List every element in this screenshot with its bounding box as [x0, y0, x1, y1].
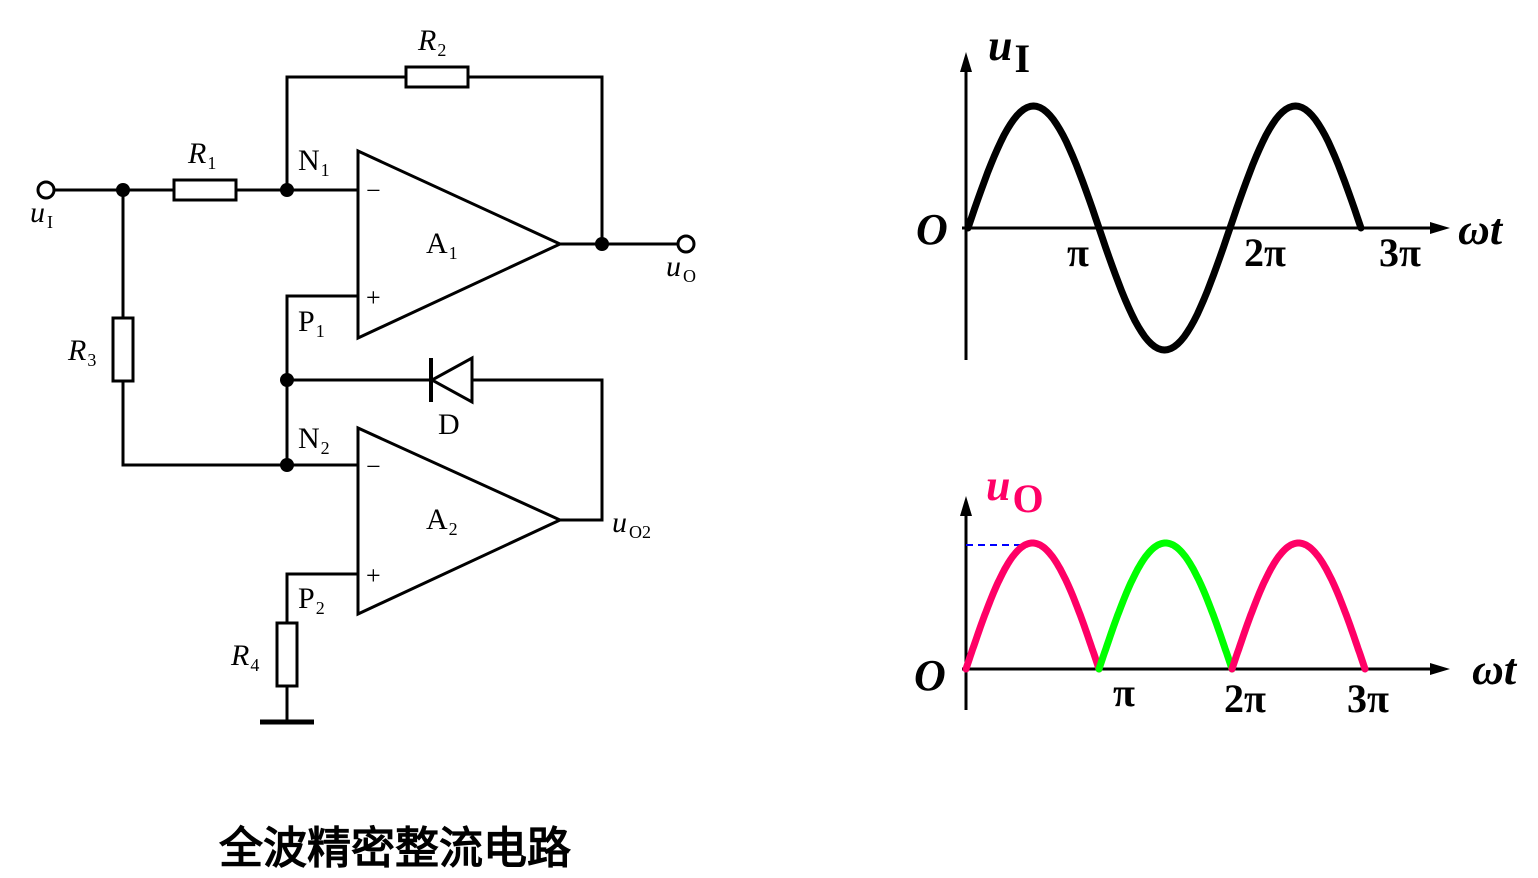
rectified-hump-1: [962, 539, 1103, 673]
opamp-a1: [356, 148, 564, 341]
tick-label: 3π: [1347, 676, 1389, 721]
tick-label: π: [1067, 230, 1089, 275]
diode-symbol: [428, 355, 474, 405]
x-axis-label: ωt: [1472, 645, 1518, 694]
label-n2: N2: [298, 422, 330, 458]
a1-minus-sign: −: [366, 176, 381, 205]
junction-dot: [280, 183, 294, 197]
label-r4: R4: [230, 639, 259, 675]
label-p1: P1: [298, 305, 325, 341]
y-axis-arrow: [960, 52, 972, 72]
x-axis-label: ωt: [1458, 205, 1504, 254]
p1-n2-wire: [285, 294, 358, 465]
resistor-r1: [172, 178, 238, 202]
tick-label: 2π: [1224, 676, 1266, 721]
circuit: [36, 65, 696, 725]
label-n1: N1: [298, 144, 330, 180]
x-axis-arrow: [1430, 222, 1450, 234]
label-r2: R2: [417, 24, 446, 60]
x-axis-arrow: [1430, 663, 1450, 675]
junction-dot: [280, 458, 294, 472]
waveform-input: uI ωt O π 2π 3π: [916, 21, 1504, 360]
rectified-hump-2: [1095, 539, 1236, 673]
p2-wire: [285, 572, 358, 623]
a2-plus-sign: +: [366, 561, 381, 590]
a1-plus-sign: +: [366, 283, 381, 312]
y-axis-arrow: [960, 496, 972, 516]
label-p2: P2: [298, 582, 325, 618]
y-axis-label: uO: [986, 461, 1044, 521]
tick-label: π: [1113, 670, 1135, 715]
junction-dot: [595, 237, 609, 251]
origin-label: O: [916, 205, 948, 254]
label-r1: R1: [187, 137, 216, 173]
junction-dots: [116, 183, 609, 472]
resistor-r3: [111, 316, 135, 383]
label-r3: R3: [67, 334, 96, 370]
junction-dot: [116, 183, 130, 197]
diode-right-wire: [472, 378, 604, 522]
label-a1: A1: [426, 227, 458, 263]
tick-label: 2π: [1244, 230, 1286, 275]
rectified-hump-3: [1228, 539, 1369, 673]
origin-label: O: [914, 651, 946, 700]
a2-minus-sign: −: [366, 452, 381, 481]
output-terminal: [676, 234, 696, 254]
y-axis-label: uI: [988, 21, 1030, 81]
r2-left-wire: [285, 75, 406, 190]
label-diode: D: [438, 408, 460, 441]
r2-right-wire: [468, 75, 604, 244]
waveform-output: uO ωt O π 2π 3π: [914, 461, 1518, 721]
junction-dot: [280, 373, 294, 387]
figure-caption: 全波精密整流电路: [219, 823, 571, 874]
tick-label: 3π: [1379, 230, 1421, 275]
input-terminal: [36, 180, 56, 200]
r3-bottom-wire: [121, 381, 358, 467]
series-line: [964, 102, 1365, 354]
opamp-a2: [356, 425, 564, 617]
label-a2: A2: [426, 503, 458, 539]
resistor-r4: [275, 621, 299, 688]
resistor-r2: [404, 65, 470, 89]
